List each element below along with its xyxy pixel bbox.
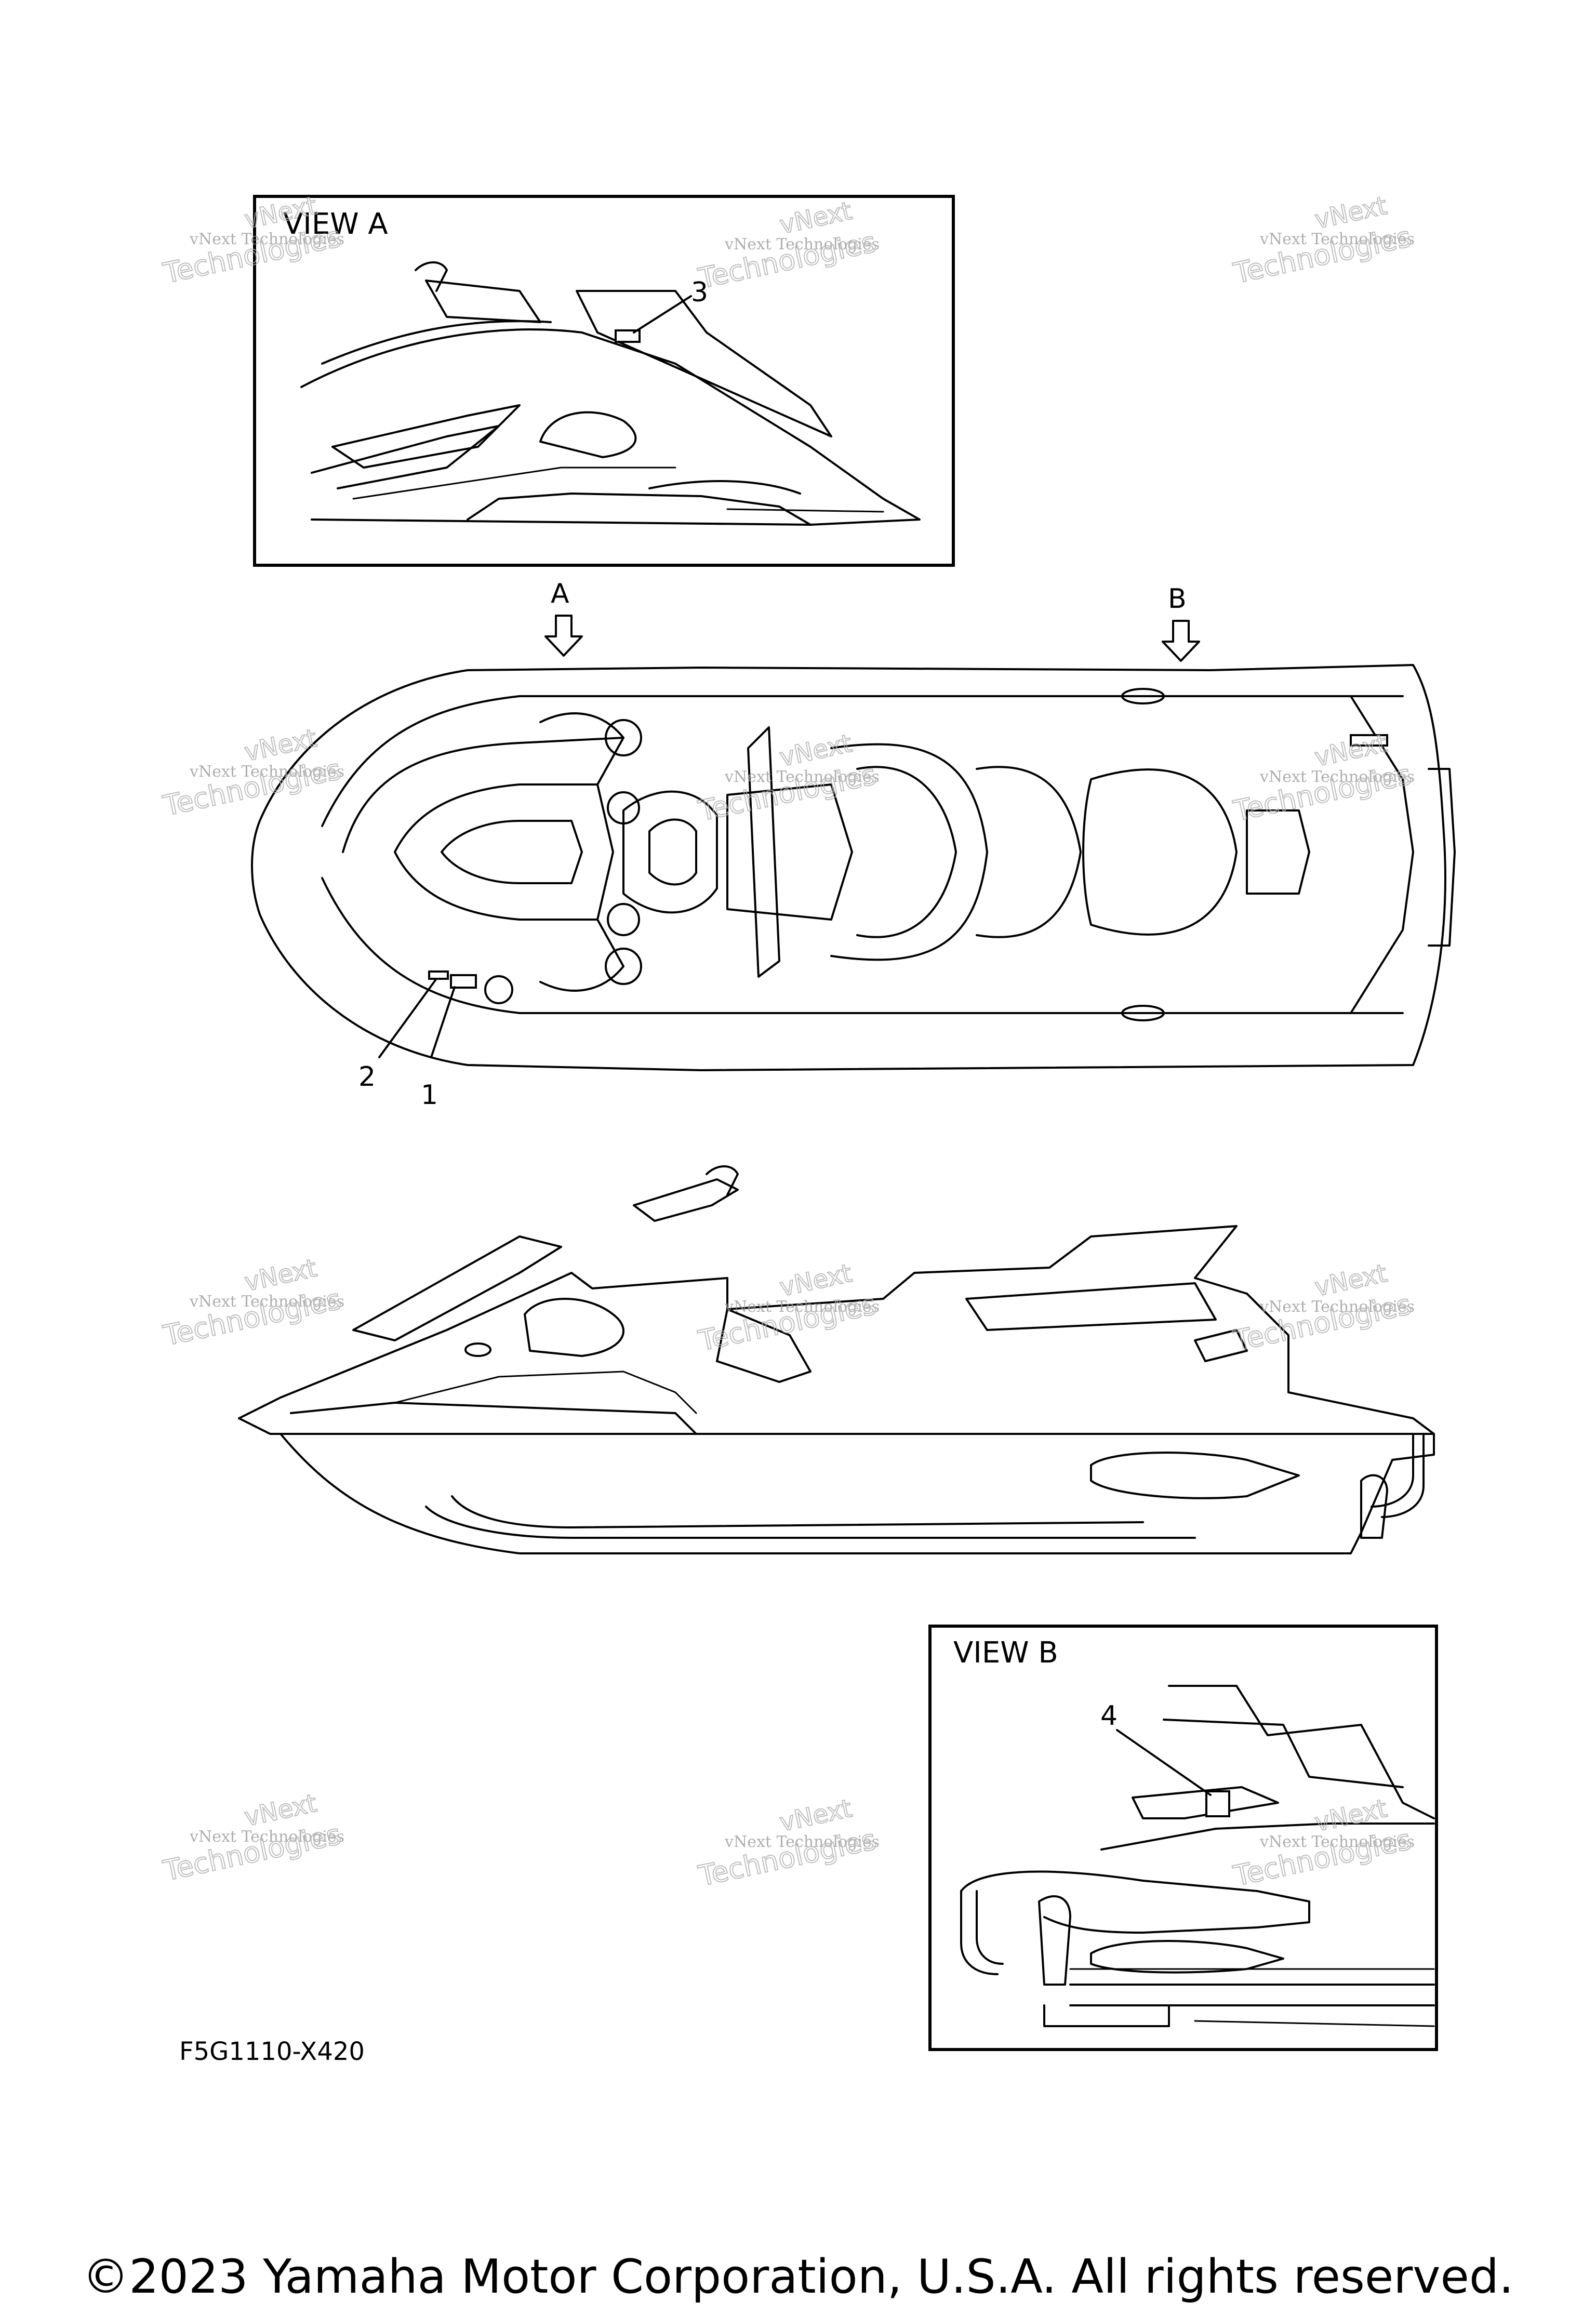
svg-text:vNext Technologies: vNext Technologies (1259, 768, 1415, 786)
decal-2-marker (428, 970, 449, 980)
view-a-panel: VIEW A 3 (253, 195, 955, 567)
callout-1: 1 (421, 1080, 438, 1111)
svg-text:vNext Technologies: vNext Technologies (1259, 1833, 1415, 1851)
svg-text:vNext Technologies: vNext Technologies (189, 1828, 344, 1846)
watermark-2: vNext Technologies vNext Technologies (695, 196, 880, 296)
svg-text:vNext Technologies: vNext Technologies (189, 1293, 344, 1311)
watermark-12: vNext Technologies vNext Technologies (1230, 1793, 1415, 1893)
top-decal-marker (1350, 734, 1388, 747)
svg-text:vNext Technologies: vNext Technologies (724, 235, 880, 254)
view-a-label: VIEW A (283, 207, 388, 241)
callout-2: 2 (358, 1061, 376, 1093)
view-a-bow-drawing (300, 261, 921, 526)
view-b-frame (928, 1625, 1438, 2051)
svg-text:vNext Technologies: vNext Technologies (189, 763, 344, 781)
watermark-5: vNext Technologies vNext Technologies (695, 728, 880, 828)
watermark-7: vNext Technologies vNext Technologies (160, 1253, 344, 1353)
view-b-label: VIEW B (953, 1636, 1058, 1670)
decal-1-marker (450, 974, 477, 989)
view-arrow-b: B (1162, 583, 1200, 662)
watermarks: vNext Technologies vNext Technologies vN… (160, 191, 1415, 1893)
view-b-panel: VIEW B 4 (928, 1625, 1438, 2051)
copyright-notice: ©2023 Yamaha Motor Corporation, U.S.A. A… (82, 2250, 1514, 2304)
arrow-b-label: B (1168, 583, 1187, 615)
svg-text:vNext Technologies: vNext Technologies (189, 230, 344, 248)
arrow-a-label: A (551, 578, 569, 609)
svg-text:vNext Technologies: vNext Technologies (724, 1833, 880, 1851)
part-code: F5G1110-X420 (179, 2037, 365, 2066)
svg-text:vNext Technologies: vNext Technologies (1259, 230, 1415, 248)
watermark-9: vNext Technologies vNext Technologies (1230, 1258, 1415, 1358)
side-view-drawing (238, 1165, 1435, 1554)
svg-text:vNext Technologies: vNext Technologies (724, 768, 880, 786)
view-a-frame (253, 195, 955, 567)
watermark-4: vNext Technologies vNext Technologies (160, 723, 344, 823)
watermark-8: vNext Technologies vNext Technologies (695, 1258, 880, 1358)
svg-text:vNext Technologies: vNext Technologies (724, 1298, 880, 1316)
callout-3: 3 (691, 277, 708, 308)
top-view-drawing (251, 664, 1456, 1071)
callout-4: 4 (1100, 1700, 1118, 1732)
watermark-3: vNext Technologies vNext Technologies (1230, 191, 1415, 290)
watermark-10: vNext Technologies vNext Technologies (160, 1788, 344, 1888)
view-arrow-a: A (544, 578, 583, 657)
view-b-stern-drawing (960, 1685, 1435, 2027)
watermark-1: vNext Technologies vNext Technologies (160, 191, 344, 290)
watermark-11: vNext Technologies vNext Technologies (695, 1793, 880, 1893)
svg-text:vNext Technologies: vNext Technologies (1259, 1298, 1415, 1316)
